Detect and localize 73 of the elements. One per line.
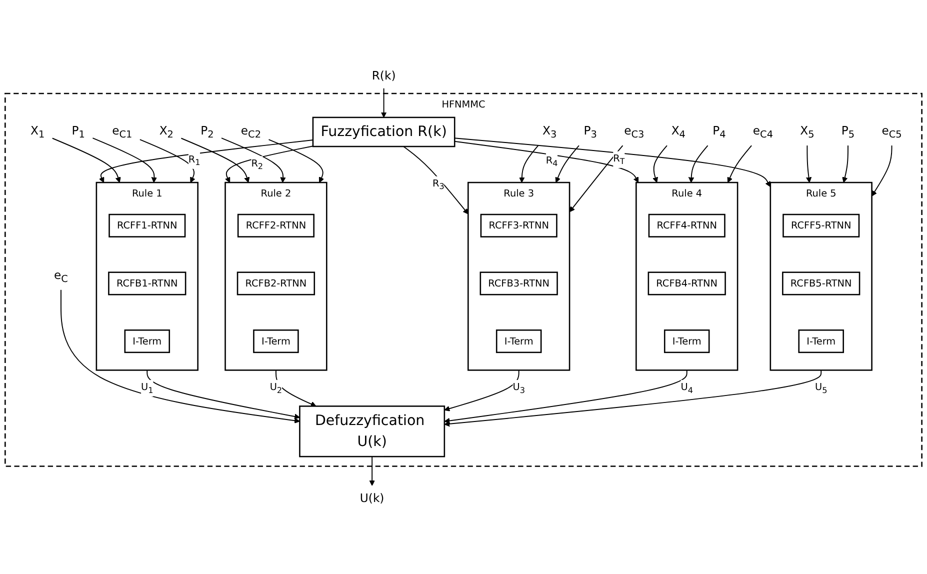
arrow: [268, 139, 324, 183]
node-text: X$_{5}$: [800, 124, 814, 140]
arrow: [139, 139, 196, 183]
arrow: [403, 146, 468, 214]
node-box: RCFB4-RTNN: [648, 272, 726, 296]
edge-label: R$_{T}$: [613, 152, 625, 166]
arrow: [842, 145, 848, 183]
node-text: P$_{1}$: [72, 124, 85, 140]
arrow: [519, 145, 539, 183]
arrow: [221, 138, 286, 183]
node-box: RCFB3-RTNN: [480, 272, 558, 296]
node-text: P$_{3}$: [584, 124, 597, 140]
node-text: e$_{C3}$: [624, 124, 644, 140]
node-box: I-Term: [664, 329, 710, 354]
arrow: [92, 138, 157, 183]
node-box: I-Term: [798, 329, 844, 354]
edge-label: R$_{4}$: [546, 154, 558, 168]
node-text: e$_{C5}$: [882, 124, 902, 140]
node-box: I-Term: [253, 329, 299, 354]
edge-label: R$_{3}$: [432, 178, 444, 192]
node-box: Fuzzyfication R(k): [312, 116, 456, 148]
arrow: [224, 146, 314, 183]
arrow: [652, 145, 668, 183]
node-box: Defuzzyfication U(k): [299, 406, 446, 458]
arrow: [444, 370, 822, 427]
arrow: [454, 138, 771, 188]
node-text: X$_{1}$: [30, 124, 45, 140]
arrow: [555, 145, 580, 183]
arrow: [569, 145, 624, 212]
node-text: P$_{2}$: [200, 124, 214, 140]
node-box: RCFB1-RTNN: [108, 272, 186, 296]
arrow: [369, 456, 375, 486]
arrow: [52, 138, 121, 183]
arrow: [444, 370, 520, 412]
node-box: I-Term: [496, 329, 542, 354]
edge-label: U$_{3}$: [512, 381, 525, 395]
node-box: RCFB2-RTNN: [236, 272, 316, 296]
edge-label: R$_{1}$: [188, 153, 200, 167]
node-box: RCFB5-RTNN: [782, 272, 860, 296]
arrow: [98, 139, 314, 183]
node-text: P$_{5}$: [841, 124, 855, 140]
arrow: [727, 145, 752, 183]
arrow: [275, 370, 316, 407]
node-text: e$_{C}$: [54, 268, 68, 284]
node-text: e$_{C1}$: [112, 124, 132, 140]
node-box: RCFF1-RTNN: [108, 214, 186, 238]
node-box: RCFF3-RTNN: [480, 214, 558, 238]
arrow: [806, 145, 812, 183]
arrow: [444, 370, 688, 424]
node-text: e$_{C2}$: [240, 124, 261, 140]
edge-label: U$_{4}$: [680, 381, 693, 395]
edge-label: U$_{5}$: [814, 381, 828, 395]
arrow: [180, 138, 250, 183]
node-box: RCFF5-RTNN: [782, 214, 860, 238]
arrow: [454, 140, 639, 183]
node-box: I-Term: [124, 329, 170, 354]
arrow: [60, 289, 300, 424]
node-text: X$_{4}$: [671, 124, 686, 140]
node-text: X$_{2}$: [159, 124, 174, 140]
node-box: RCFF4-RTNN: [648, 214, 726, 238]
edge-label: U$_{1}$: [141, 381, 154, 395]
node-text: P$_{4}$: [712, 124, 726, 140]
arrow: [688, 145, 708, 183]
arrow: [380, 88, 387, 118]
node-box: RCFF2-RTNN: [237, 214, 314, 238]
edge-label: R$_{2}$: [251, 157, 264, 171]
node-text: R(k): [372, 68, 396, 83]
node-text: e$_{C4}$: [752, 124, 773, 140]
node-text: U(k): [360, 491, 384, 506]
node-text: X$_{3}$: [542, 124, 557, 140]
arrow: [146, 370, 300, 420]
arrow: [872, 145, 892, 196]
edge-label: U$_{2}$: [270, 381, 282, 395]
